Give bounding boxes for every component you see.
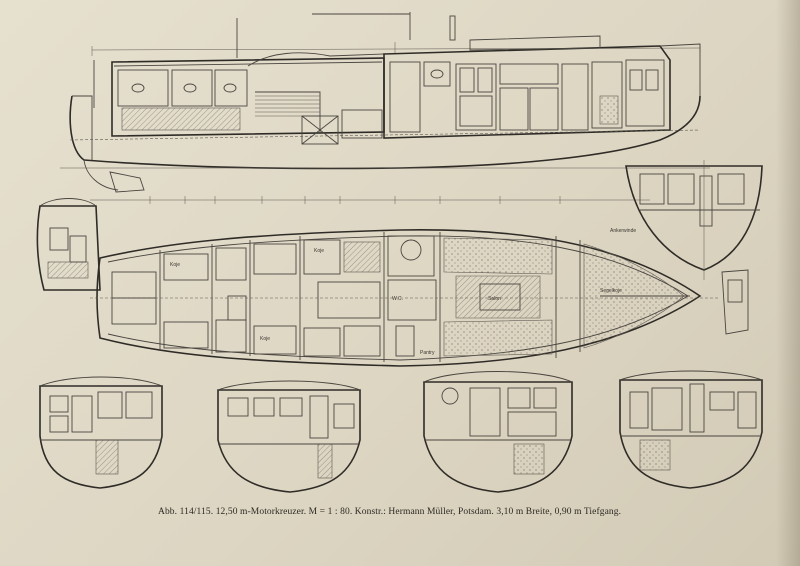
label-bunk-2: Koje xyxy=(260,336,270,342)
label-salon: Salon xyxy=(488,296,501,302)
cross-section-2 xyxy=(217,380,361,493)
section-bow-view xyxy=(625,160,763,280)
cross-section-3 xyxy=(423,371,573,493)
label-pantry: Pantry xyxy=(420,350,435,356)
cross-section-1 xyxy=(39,376,163,489)
label-bunk-3: Koje xyxy=(170,262,180,268)
label-wc: W.C. xyxy=(392,296,403,302)
label-forepeak: Segelkoje xyxy=(600,288,622,294)
section-stern-view xyxy=(36,198,101,291)
side-elevation xyxy=(60,12,710,204)
cross-section-4 xyxy=(619,370,763,489)
label-anchor-winch: Ankerwinde xyxy=(610,228,636,234)
label-bunk-1: Koje xyxy=(314,248,324,254)
plan-view: Koje Koje Koje W.C. Segelkoje Pantry Ank… xyxy=(90,228,749,367)
figure-caption: Abb. 114/115. 12,50 m-Motorkreuzer. M = … xyxy=(158,507,622,517)
